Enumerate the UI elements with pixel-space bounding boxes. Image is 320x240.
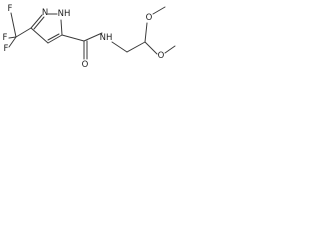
atom-ether-o-top: O bbox=[146, 13, 153, 23]
atom-f-left: F bbox=[3, 33, 8, 43]
molecule-structure: F F F N NH NH O O O bbox=[3, 4, 176, 70]
bond-cf3-f-left bbox=[8, 36, 17, 39]
bond-n-ch2 bbox=[111, 41, 128, 53]
bond-n1-c5 bbox=[60, 19, 63, 36]
bond-cf3-ring bbox=[15, 27, 32, 38]
atom-pyrazole-nh: NH bbox=[58, 9, 71, 19]
bond-c5-c4 bbox=[47, 34, 63, 44]
bond-lines bbox=[8, 6, 176, 60]
bond-o-top-methyl bbox=[152, 6, 166, 15]
atom-f-top: F bbox=[8, 4, 13, 14]
bond-ch-o-bottom bbox=[144, 41, 158, 55]
atom-labels: F F F N NH NH O O O bbox=[3, 4, 165, 70]
bond-cf3-f-bottom bbox=[8, 36, 17, 48]
bond-c3-n2 bbox=[30, 14, 43, 29]
bond-carbonyl-n bbox=[83, 32, 103, 42]
bond-ch-o-top bbox=[144, 22, 148, 43]
bond-c5-carbonyl bbox=[61, 34, 85, 42]
atom-ether-o-bottom: O bbox=[158, 51, 165, 61]
atom-amide-o: O bbox=[82, 60, 89, 70]
atom-amide-nh: NH bbox=[100, 33, 113, 43]
bond-ch2-ch bbox=[126, 41, 146, 53]
atom-f-bottom: F bbox=[4, 44, 9, 54]
bond-cf3-f-top bbox=[10, 12, 17, 38]
bond-c3-n2-double bbox=[33, 16, 45, 30]
atom-pyrazole-n: N bbox=[42, 8, 48, 18]
bond-c5-c4-double bbox=[47, 33, 60, 41]
bond-o-bottom-methyl bbox=[164, 45, 176, 54]
bond-c4-c3 bbox=[30, 27, 49, 44]
